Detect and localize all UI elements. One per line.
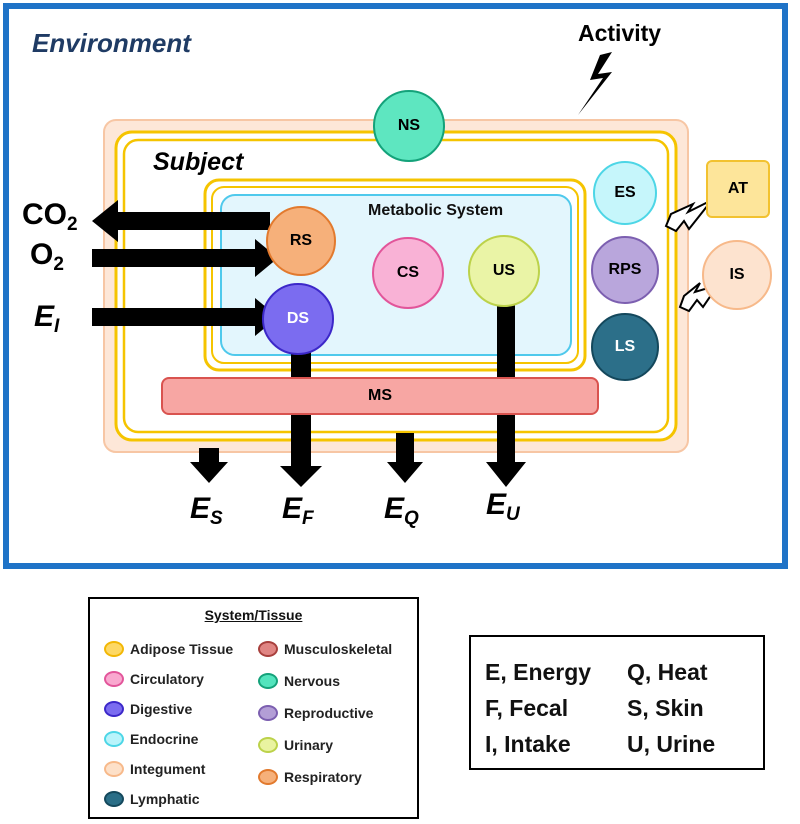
co2-arrow (92, 200, 270, 242)
subject-title: Subject (153, 148, 244, 176)
flow-eu-sub: U (506, 504, 520, 525)
legend-label: Reproductive (284, 705, 374, 721)
legend-item: Urinary (258, 737, 333, 753)
abbr-item: I, Intake (485, 731, 571, 757)
flow-eq: EQ (384, 492, 419, 529)
legend-item: Circulatory (104, 671, 204, 687)
flow-es-main: E (190, 492, 211, 525)
legend-title: System/Tissue (204, 607, 303, 623)
legend-label: Endocrine (130, 731, 199, 747)
legend-swatch (104, 761, 124, 777)
flow-eq-sub: Q (404, 508, 419, 529)
abbr-item: U, Urine (627, 731, 716, 757)
node-ls: LS (591, 313, 659, 381)
legend-item: Integument (104, 761, 205, 777)
legend-label: Circulatory (130, 671, 204, 687)
flow-co2-main: CO (22, 198, 67, 231)
legend-item: Reproductive (258, 705, 373, 721)
flow-eu-main: E (486, 488, 507, 521)
node-ns: NS (373, 90, 445, 162)
o2-arrow (92, 239, 278, 277)
legend-swatch (104, 641, 124, 657)
legend-label: Integument (130, 761, 206, 777)
legend-label: Urinary (284, 737, 334, 753)
es-arrow (190, 448, 228, 483)
node-es: ES (593, 161, 657, 225)
metabolic-title: Metabolic System (368, 202, 504, 219)
legend-swatch (104, 701, 124, 717)
flow-ei: EI (34, 300, 60, 337)
node-rs: RS (266, 206, 336, 276)
abbr-item: F, Fecal (485, 695, 569, 721)
node-ms: MS (161, 377, 599, 415)
flow-es-sub: S (210, 508, 223, 529)
legend-item: Respiratory (258, 769, 362, 785)
flow-o2: O2 (30, 238, 64, 275)
legend-label: Digestive (130, 701, 193, 717)
node-at: AT (706, 160, 770, 218)
legend-label: Respiratory (284, 769, 362, 785)
legend-item: Digestive (104, 701, 192, 717)
legend-label: Adipose Tissue (130, 641, 234, 657)
legend-label: Nervous (284, 673, 341, 689)
node-us: US (468, 235, 540, 307)
node-cs: CS (372, 237, 444, 309)
legend-item: Nervous (258, 673, 340, 689)
eq-arrow (387, 433, 423, 483)
abbr-item: E, Energy (485, 659, 592, 685)
flow-ei-sub: I (54, 316, 60, 337)
legend-swatch (258, 641, 278, 657)
flow-ef-sub: F (302, 508, 314, 529)
legend-label: Lymphatic (130, 791, 200, 807)
flow-eu: EU (486, 488, 520, 525)
flow-co2: CO2 (22, 198, 78, 235)
abbreviation-box: E, Energy F, Fecal I, Intake Q, Heat S, … (469, 635, 765, 770)
legend-swatch (258, 769, 278, 785)
legend-swatch (104, 731, 124, 747)
legend-item: Musculoskeletal (258, 641, 392, 657)
node-is: IS (702, 240, 772, 310)
legend-label: Musculoskeletal (284, 641, 393, 657)
flow-ef: EF (282, 492, 314, 529)
legend-swatch (104, 671, 124, 687)
environment-frame (3, 3, 788, 569)
flow-co2-sub: 2 (67, 214, 78, 235)
legend-swatch (258, 705, 278, 721)
node-rps: RPS (591, 236, 659, 304)
flow-o2-main: O (30, 238, 54, 271)
flow-ei-main: E (34, 300, 55, 333)
flow-eq-main: E (384, 492, 405, 525)
at-arrow (664, 199, 713, 233)
legend-item: Adipose Tissue (104, 641, 233, 657)
abbr-item: S, Skin (627, 695, 704, 721)
legend-item: Endocrine (104, 731, 198, 747)
legend-swatch (258, 737, 278, 753)
activity-label: Activity (578, 20, 662, 46)
activity-bolt-icon (578, 52, 612, 115)
flow-o2-sub: 2 (53, 254, 64, 275)
abbr-item: Q, Heat (627, 659, 708, 685)
legend-swatch (104, 791, 124, 807)
legend-swatch (258, 673, 278, 689)
flow-ef-main: E (282, 492, 303, 525)
legend-item: Lymphatic (104, 791, 200, 807)
ei-arrow (92, 298, 278, 336)
node-ds: DS (262, 283, 334, 355)
environment-title: Environment (32, 28, 191, 58)
flow-es: ES (190, 492, 223, 529)
